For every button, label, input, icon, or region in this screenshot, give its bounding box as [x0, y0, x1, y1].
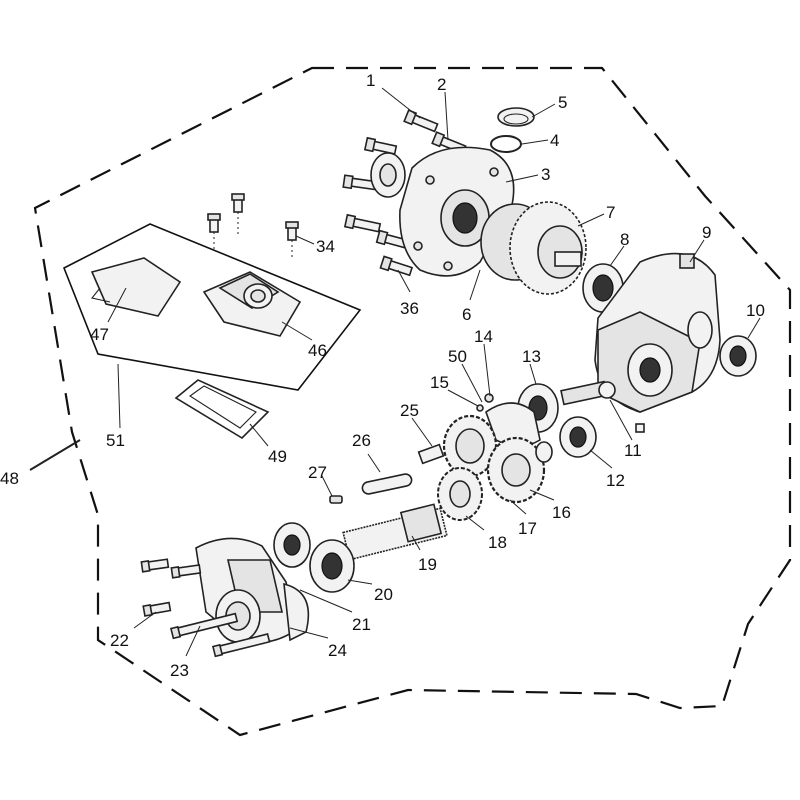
callout-36: 36 — [400, 299, 419, 318]
callout-8: 8 — [620, 230, 629, 249]
bearing-10 — [719, 335, 757, 377]
callout-9: 9 — [702, 223, 711, 242]
callout-34: 34 — [316, 237, 335, 256]
callout-51: 51 — [106, 431, 125, 450]
callout-23: 23 — [170, 661, 189, 680]
callout-10: 10 — [746, 301, 765, 320]
callout-5: 5 — [558, 93, 567, 112]
callout-22: 22 — [110, 631, 129, 650]
lower-bolts — [140, 558, 271, 658]
gear-18 — [437, 467, 483, 521]
callout-26: 26 — [352, 431, 371, 450]
callout-14: 14 — [474, 327, 493, 346]
callout-7: 7 — [606, 203, 615, 222]
callout-labels: 1 2 3 4 5 6 7 8 9 10 11 12 13 14 15 16 1… — [0, 71, 765, 680]
callout-6: 6 — [462, 305, 471, 324]
callout-21: 21 — [352, 615, 371, 634]
o-ring-4 — [490, 135, 522, 153]
leader-lines — [29, 87, 761, 657]
callout-16: 16 — [552, 503, 571, 522]
assembly-boundary — [33, 66, 792, 737]
callout-24: 24 — [328, 641, 347, 660]
pin-26 — [361, 473, 413, 495]
callout-13: 13 — [522, 347, 541, 366]
bearing-20b — [273, 522, 311, 568]
callout-20: 20 — [374, 585, 393, 604]
callout-46: 46 — [308, 341, 327, 360]
callout-49: 49 — [268, 447, 287, 466]
gear-25 — [417, 414, 498, 478]
control-block-46 — [202, 271, 302, 337]
bearing-12 — [559, 416, 597, 458]
main-housing-9 — [594, 252, 721, 413]
small-flange-seal — [370, 152, 406, 198]
callout-4: 4 — [550, 131, 559, 150]
gear-16 — [486, 436, 546, 504]
callout-17: 17 — [518, 519, 537, 538]
callout-2: 2 — [437, 75, 446, 94]
callout-48: 48 — [0, 469, 19, 488]
callout-19: 19 — [418, 555, 437, 574]
cover-plate-47 — [90, 257, 182, 317]
bevel-gear-7 — [480, 201, 587, 295]
gasket-49 — [174, 379, 270, 440]
callout-12: 12 — [606, 471, 625, 490]
callout-25: 25 — [400, 401, 419, 420]
kit-boundary — [62, 223, 362, 391]
splined-shaft-19 — [342, 503, 448, 561]
callout-27: 27 — [308, 463, 327, 482]
callout-1: 1 — [366, 71, 375, 90]
callout-15: 15 — [430, 373, 449, 392]
seal-5 — [497, 107, 535, 127]
callout-47: 47 — [90, 325, 109, 344]
callout-50: 50 — [448, 347, 467, 366]
shaft-11 — [560, 380, 645, 433]
screws-34 — [207, 193, 299, 258]
spacer-17 — [535, 441, 553, 463]
callout-11: 11 — [624, 441, 642, 460]
top-bolts — [342, 109, 467, 277]
callout-18: 18 — [488, 533, 507, 552]
callout-3: 3 — [541, 165, 550, 184]
bearing-20 — [309, 539, 355, 593]
key-27 — [329, 495, 343, 504]
